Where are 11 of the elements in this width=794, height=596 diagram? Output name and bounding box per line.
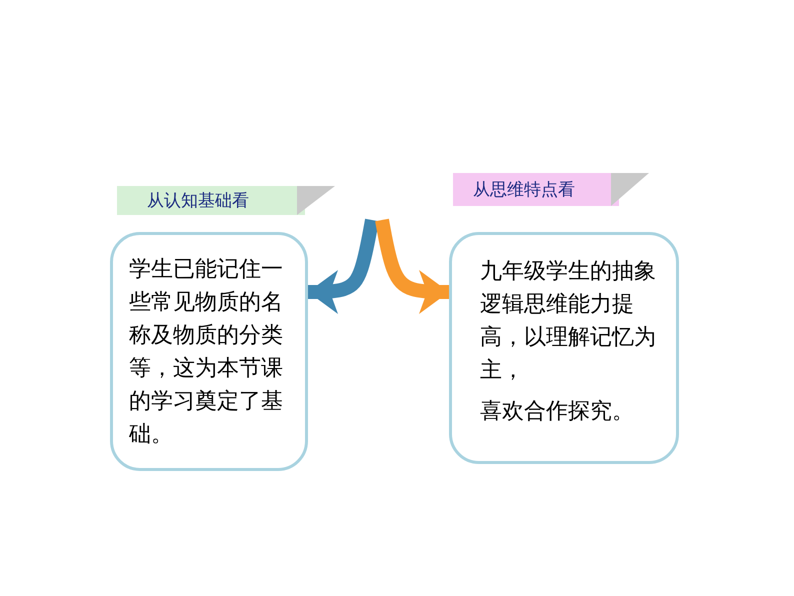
header-text: 从认知基础看: [147, 190, 249, 212]
header-tab: [117, 186, 335, 215]
body-text: 学生已能记住一些常见物质的名称及物质的分类等，这为本节课的学习奠定了基础。: [129, 256, 284, 449]
curved-arrow: [375, 218, 450, 314]
header-tab: [453, 173, 649, 206]
header-text: 从思维特点看: [473, 179, 575, 201]
curved-arrow: [308, 218, 379, 314]
text-card: [110, 232, 308, 471]
text-card: [449, 232, 679, 464]
body-text: 九年级学生的抽象逻辑思维能力提高，以理解记忆为主，: [480, 258, 657, 385]
body-text: 喜欢合作探究。: [480, 398, 635, 426]
